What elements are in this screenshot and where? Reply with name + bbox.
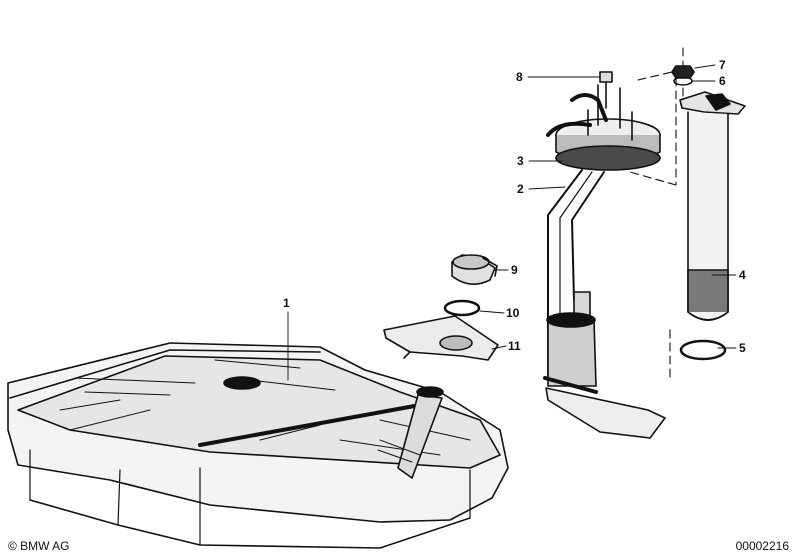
- fuel-pump-assembly: [543, 169, 666, 439]
- callout-1: 1: [283, 296, 290, 310]
- sealing-ring: [679, 339, 727, 361]
- leader-10: [479, 310, 505, 314]
- leader-2: [528, 186, 566, 190]
- bolt: [599, 71, 613, 109]
- callout-11: 11: [508, 339, 521, 353]
- callout-4: 4: [739, 268, 746, 282]
- callout-2: 2: [517, 182, 524, 196]
- callout-8: 8: [516, 70, 523, 84]
- mounting-plate: [383, 315, 499, 361]
- fuel-tank: [7, 342, 509, 549]
- leader-11: [491, 345, 507, 350]
- pump-flange: [546, 84, 661, 171]
- diagram-number: 00002216: [735, 539, 789, 553]
- callout-6: 6: [719, 74, 726, 88]
- filler-gasket-ring: [443, 299, 481, 317]
- callout-10: 10: [506, 306, 520, 320]
- leader-7: [694, 64, 716, 69]
- callout-7: 7: [719, 58, 726, 72]
- copyright-label: © BMW AG: [8, 539, 70, 553]
- callout-5: 5: [739, 341, 746, 355]
- nut: [671, 65, 695, 79]
- callout-3: 3: [517, 154, 524, 168]
- filler-cap: [451, 254, 498, 285]
- level-sender: [679, 91, 746, 321]
- callout-9: 9: [511, 263, 518, 277]
